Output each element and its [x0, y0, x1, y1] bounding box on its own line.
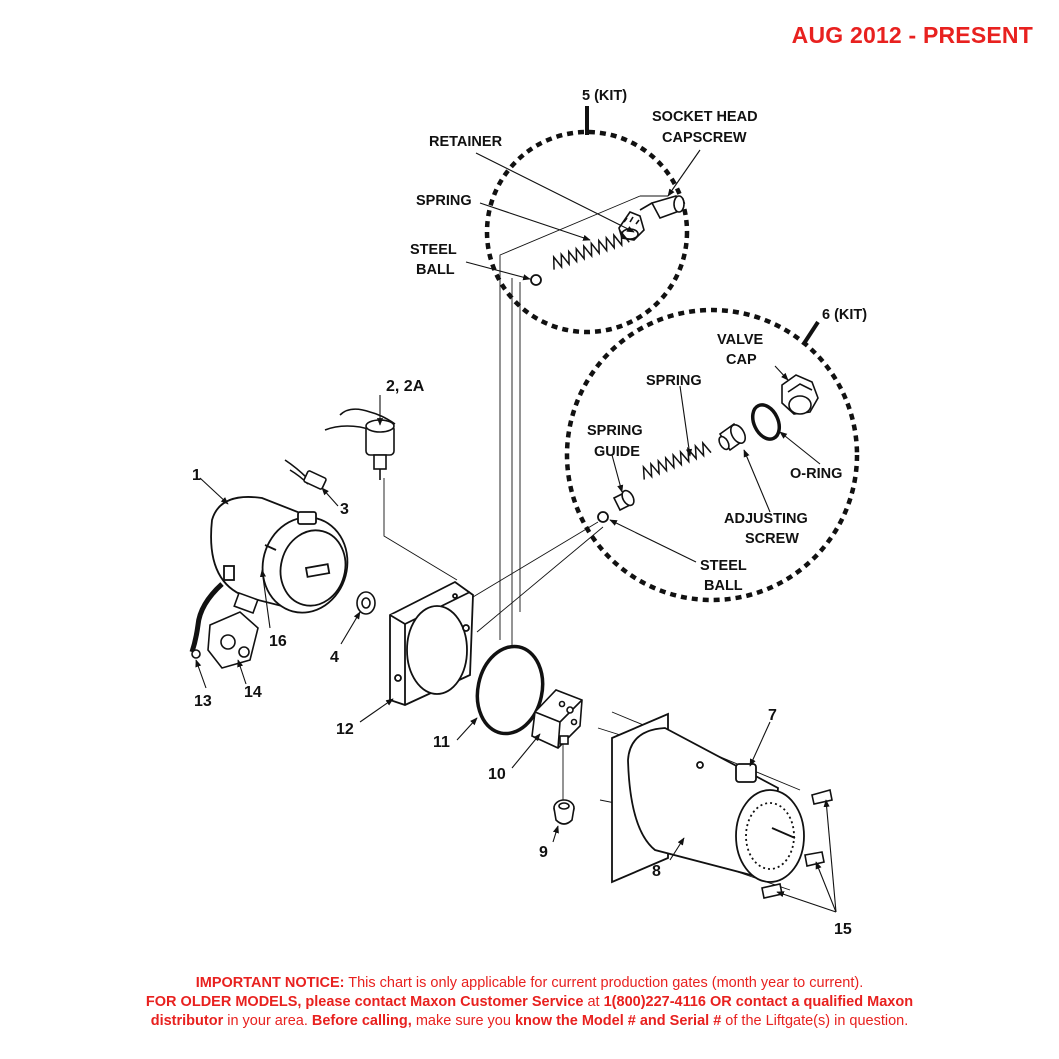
coupling-part: [356, 591, 376, 615]
label-steel-mid: STEEL: [700, 558, 747, 574]
part-number-labels: 1 2, 2A 3 4 16 13 14 12 11 10 9 8 7 15: [192, 378, 852, 938]
filter-part: [553, 799, 575, 825]
label-adjusting: ADJUSTING: [724, 511, 808, 527]
label-part-1: 1: [192, 467, 201, 484]
capscrew-part: [639, 195, 685, 219]
o-ring-part: [750, 403, 782, 441]
terminal-part: [284, 459, 327, 490]
label-part-7: 7: [768, 707, 777, 724]
label-valve: VALVE: [717, 332, 764, 348]
label-screw: SCREW: [745, 531, 799, 547]
retainer-part: [618, 211, 645, 241]
label-kit5: 5 (KIT): [582, 88, 627, 104]
notice-line-1: IMPORTANT NOTICE: This chart is only app…: [195, 975, 864, 991]
label-kit6: 6 (KIT): [822, 307, 867, 323]
steel-ball-mid-part: [597, 511, 609, 523]
motor-part: [210, 496, 349, 614]
adjusting-screw-part: [718, 422, 747, 452]
label-part-9: 9: [539, 844, 548, 861]
label-ball-mid: BALL: [704, 578, 743, 594]
label-part-2: 2, 2A: [386, 378, 425, 395]
date-range-header: AUG 2012 - PRESENT: [791, 22, 1033, 48]
notice-line-2: FOR OLDER MODELS, please contact Maxon C…: [145, 994, 914, 1010]
label-spring-guide-1: SPRING: [587, 423, 643, 439]
label-capscrew: CAPSCREW: [662, 130, 747, 146]
label-part-15: 15: [834, 921, 852, 938]
reservoir-tank-part: [611, 712, 805, 884]
label-part-14: 14: [244, 684, 262, 701]
kit5-detail-circle: [484, 106, 690, 335]
label-part-16: 16: [269, 633, 287, 650]
label-part-8: 8: [652, 863, 661, 880]
pump-base-part: [389, 580, 474, 706]
spring-guide-part: [612, 489, 635, 512]
label-socket-head: SOCKET HEAD: [652, 109, 758, 125]
label-spring-guide-2: GUIDE: [594, 444, 640, 460]
label-cap: CAP: [726, 352, 757, 368]
label-part-10: 10: [488, 766, 506, 783]
label-part-11: 11: [433, 734, 450, 751]
solenoid-valve-part: [324, 408, 396, 480]
pump-gear-part: [531, 689, 583, 749]
label-part-4: 4: [330, 649, 339, 666]
steel-ball-top-part: [530, 274, 542, 286]
notice-line-3: distributor in your area. Before calling…: [150, 1013, 909, 1029]
motor-switch-part: [189, 582, 259, 669]
leader-lines: [195, 149, 837, 913]
callout-labels: 5 (KIT) SOCKET HEAD CAPSCREW RETAINER SP…: [410, 88, 867, 594]
o-ring-large-part: [475, 644, 545, 736]
label-ball-top: BALL: [416, 262, 455, 278]
label-spring-mid: SPRING: [646, 373, 702, 389]
spring-mid-part: [642, 440, 712, 480]
label-o-ring: O-RING: [790, 466, 842, 482]
kit6-detail-circle: [564, 307, 860, 603]
label-retainer: RETAINER: [429, 134, 503, 150]
label-part-13: 13: [194, 693, 212, 710]
spring-top-part: [552, 230, 630, 270]
label-steel-top: STEEL: [410, 242, 457, 258]
assembly-lines: [383, 195, 801, 891]
label-spring-top: SPRING: [416, 193, 472, 209]
label-part-3: 3: [340, 501, 349, 518]
label-part-12: 12: [336, 721, 354, 738]
important-notice: IMPORTANT NOTICE: This chart is only app…: [0, 974, 1059, 1031]
valve-cap-part: [781, 374, 819, 415]
